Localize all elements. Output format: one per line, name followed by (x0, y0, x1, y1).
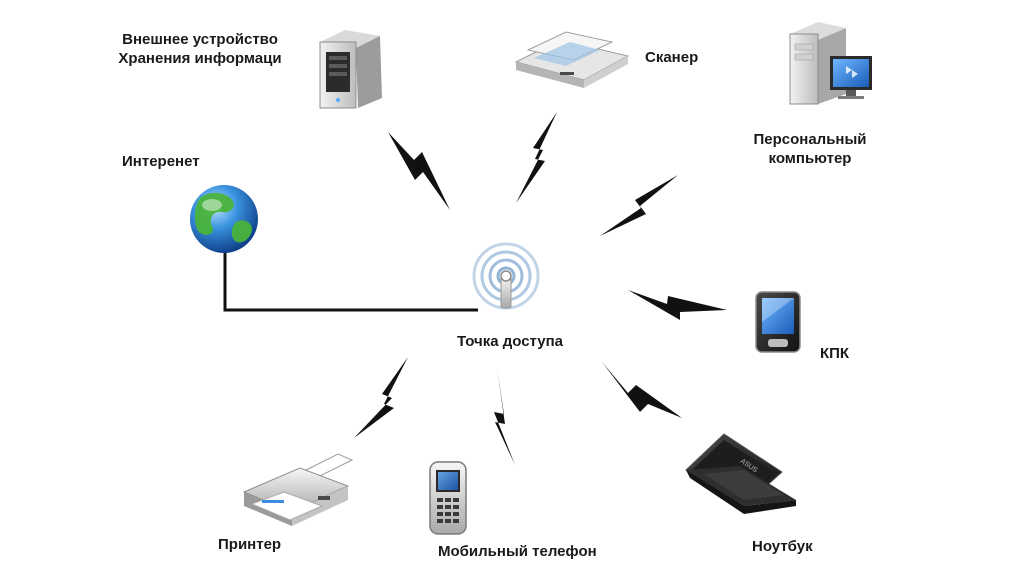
wireless-bolt-scanner (516, 112, 557, 203)
pc-label-line-2: компьютер (768, 150, 852, 167)
scanner-label: Сканер (645, 48, 698, 67)
laptop-label-text: Ноутбук (752, 538, 813, 555)
wireless-bolt-storage (388, 132, 450, 210)
internet-cable-line (223, 252, 478, 312)
laptop-label: Ноутбук (752, 537, 813, 556)
pda-icon (755, 291, 801, 353)
wireless-bolt-phone (494, 368, 515, 465)
pc-label-line-1: Персональный (753, 131, 867, 148)
wifi-access-point-icon (472, 242, 540, 310)
scanner-label-text: Сканер (645, 49, 699, 66)
wireless-bolt-laptop (602, 362, 682, 418)
internet-label: Интеренет (122, 152, 200, 171)
globe-icon (190, 185, 258, 253)
access-point-label-text: Точка доступа (456, 333, 564, 350)
wireless-bolt-printer (354, 357, 408, 438)
server-tower-icon (319, 30, 382, 109)
access-point-label: Точка доступа (440, 332, 580, 351)
printer-label: Принтер (218, 535, 281, 554)
storage-label-line-2: Хранения информаци (118, 50, 282, 67)
phone-label: Мобильный телефон (438, 542, 597, 561)
storage-label: Внешнее устройство Хранения информаци (105, 30, 295, 68)
internet-label-text: Интеренет (122, 153, 200, 170)
scanner-icon (514, 31, 630, 88)
pc-label: Персональный компьютер (740, 130, 880, 168)
wireless-bolt-pc (600, 175, 678, 236)
pda-label-text: КПК (820, 345, 850, 362)
pda-label: КПК (820, 344, 849, 363)
mobile-phone-icon (429, 461, 467, 535)
desktop-computer-icon (789, 22, 872, 105)
printer-label-text: Принтер (218, 536, 282, 553)
laptop-icon: ASUS (685, 433, 796, 514)
printer-icon (242, 453, 354, 526)
storage-label-line-1: Внешнее устройство (122, 31, 278, 48)
wireless-bolt-pda (628, 290, 727, 320)
phone-label-text: Мобильный телефон (438, 543, 597, 560)
